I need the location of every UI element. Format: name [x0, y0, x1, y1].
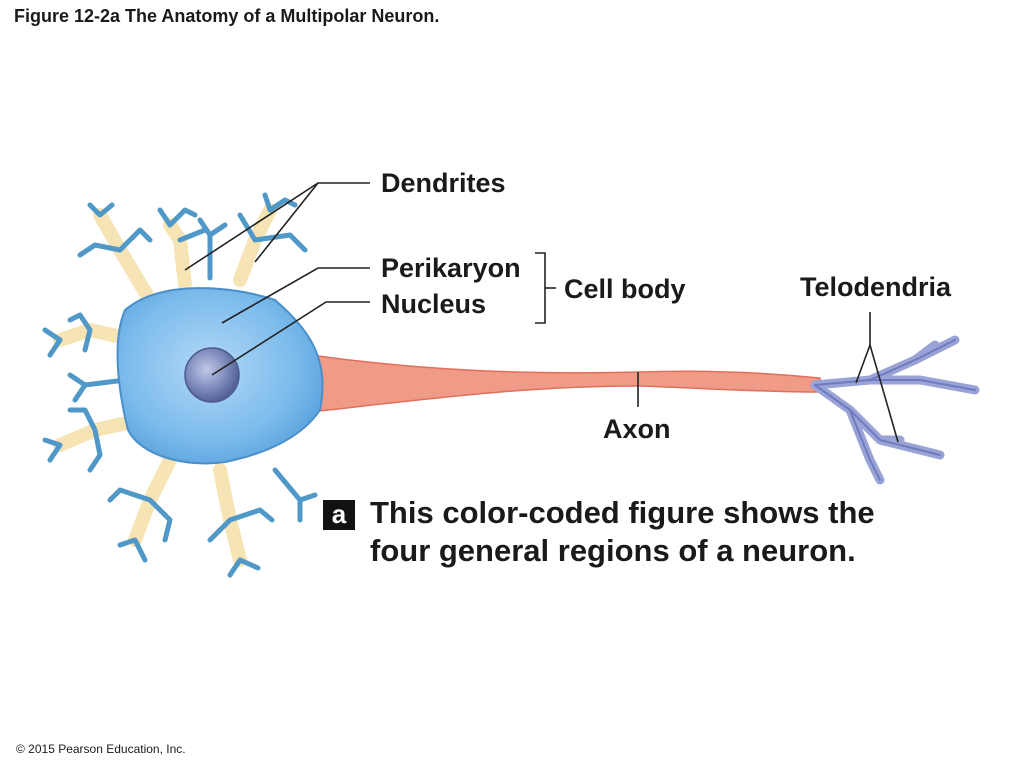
telodendria	[810, 335, 980, 485]
axon-label: Axon	[603, 414, 671, 444]
caption-line-2: four general regions of a neuron.	[370, 533, 856, 568]
dendrites	[42, 192, 318, 578]
axon-shape	[309, 354, 821, 413]
telodendria-label: Telodendria	[800, 272, 952, 302]
nucleus-label: Nucleus	[381, 289, 487, 319]
cell-body-label: Cell body	[564, 274, 686, 304]
dendrites-label: Dendrites	[381, 168, 506, 198]
leader-lines	[184, 182, 899, 443]
perikaryon-label: Perikaryon	[381, 253, 521, 283]
caption-line-1: This color-coded figure shows the	[370, 495, 875, 530]
copyright-notice: © 2015 Pearson Education, Inc.	[16, 742, 186, 756]
figure-title: Figure 12-2a The Anatomy of a Multipolar…	[14, 6, 440, 26]
panel-badge: a	[323, 500, 355, 530]
caption: This color-coded figure shows the four g…	[370, 494, 875, 570]
